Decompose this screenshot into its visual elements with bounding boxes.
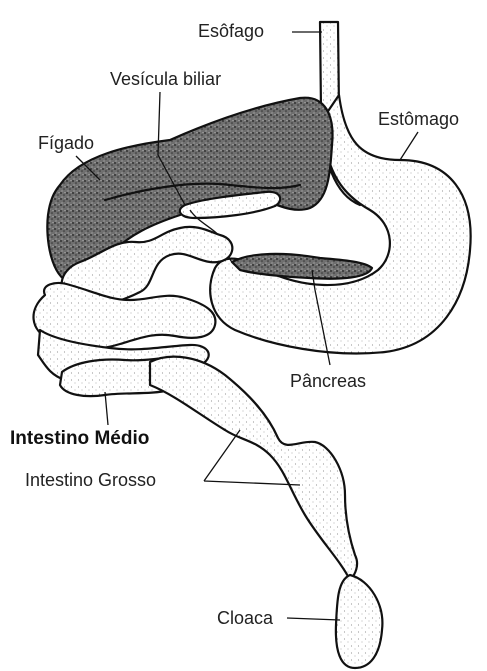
label-intestino-medio: Intestino Médio (10, 429, 149, 448)
label-pancreas: Pâncreas (290, 372, 366, 390)
label-esofago: Esôfago (198, 22, 264, 40)
leader-intestino-medio (105, 392, 108, 425)
label-estomago: Estômago (378, 110, 459, 128)
label-figado: Fígado (38, 134, 94, 152)
cloaca (336, 575, 383, 668)
leader-estomago (400, 132, 418, 160)
label-cloaca: Cloaca (217, 609, 273, 627)
leader-cloaca (287, 618, 340, 620)
label-intestino-grosso: Intestino Grosso (25, 471, 156, 489)
label-vesicula-biliar: Vesícula biliar (110, 70, 221, 88)
